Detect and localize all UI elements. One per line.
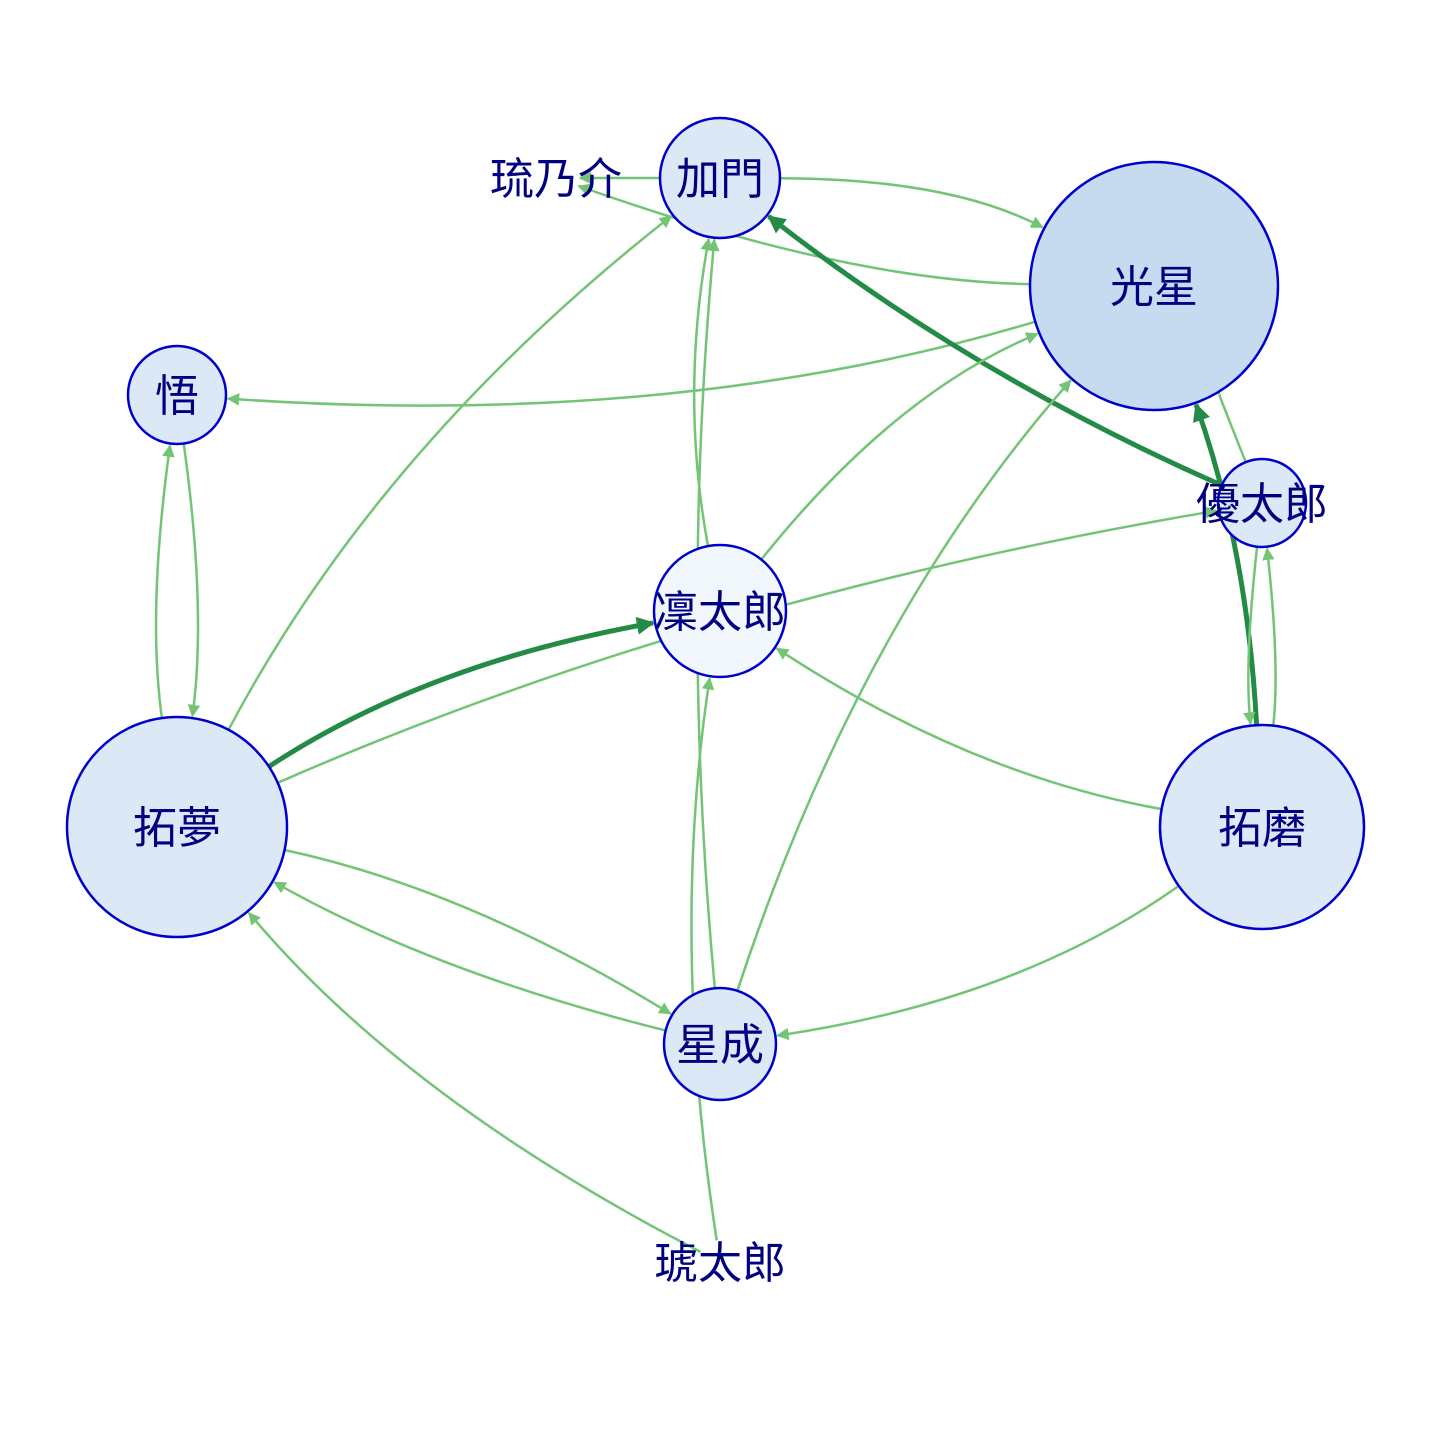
node-label-kosei: 光星 bbox=[1110, 262, 1198, 313]
edge-seisei-takumu bbox=[273, 881, 667, 1032]
node-label-runosuke: 琉乃介 bbox=[490, 154, 622, 205]
node-label-takumu: 拓夢 bbox=[133, 803, 221, 854]
node-label-seisei: 星成 bbox=[676, 1020, 764, 1071]
edge-takumu-seisei bbox=[284, 848, 672, 1015]
edge-seisei-kosei bbox=[736, 379, 1072, 992]
edge-yutaro-kamon bbox=[767, 214, 1223, 488]
edge-takumu-kamon bbox=[227, 215, 673, 731]
edge-yutaro-takuma bbox=[1243, 546, 1259, 725]
node-takumu[interactable] bbox=[65, 715, 289, 939]
edge-satoru-takumu bbox=[182, 443, 201, 718]
edge-rintaro-kamon bbox=[692, 237, 713, 547]
edge-yutaro-kosei bbox=[1208, 380, 1247, 463]
node-yutaro[interactable] bbox=[1216, 457, 1308, 549]
edge-kamon-kosei bbox=[779, 176, 1044, 229]
node-label-takuma: 拓磨 bbox=[1218, 803, 1306, 854]
node-takuma[interactable] bbox=[1158, 723, 1366, 931]
node-label-yutaro: 優太郎 bbox=[1196, 479, 1328, 530]
nodes-layer bbox=[65, 116, 1366, 1102]
node-label-kamon: 加門 bbox=[676, 154, 764, 205]
node-label-kotaro: 琥太郎 bbox=[654, 1238, 786, 1289]
edge-takumu-rintaro bbox=[267, 616, 655, 769]
node-seisei[interactable] bbox=[662, 986, 778, 1102]
edge-kotaro-takumu bbox=[247, 911, 702, 1254]
node-kamon[interactable] bbox=[658, 116, 782, 240]
edge-takuma-yutaro bbox=[1262, 547, 1277, 726]
node-satoru[interactable] bbox=[126, 344, 228, 446]
edge-takumu-satoru bbox=[154, 444, 175, 719]
edge-takuma-rintaro bbox=[775, 647, 1162, 811]
edge-kotaro-rintaro bbox=[690, 676, 718, 1241]
edge-rintaro-kosei bbox=[760, 332, 1039, 561]
edge-kosei-satoru bbox=[226, 320, 1036, 407]
edge-takuma-seisei bbox=[776, 884, 1180, 1041]
node-label-satoru: 悟 bbox=[155, 371, 199, 422]
node-label-rintaro: 凜太郎 bbox=[654, 587, 786, 638]
edge-takuma-kosei bbox=[1193, 403, 1260, 726]
node-rintaro[interactable] bbox=[652, 543, 788, 679]
node-kosei[interactable] bbox=[1028, 160, 1280, 412]
